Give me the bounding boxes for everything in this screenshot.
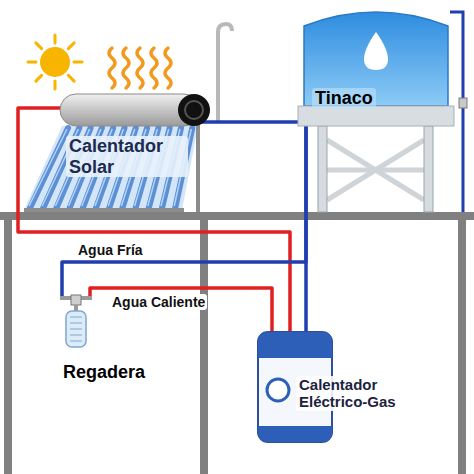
node-label: Regadera bbox=[60, 362, 148, 383]
shower-holes bbox=[70, 334, 82, 336]
solar-panel bbox=[24, 126, 198, 210]
electric-gas-heater: Calentador Eléctrico-Gas bbox=[252, 318, 428, 448]
heat-waves bbox=[109, 48, 171, 88]
mixer-valve bbox=[71, 295, 81, 305]
valve bbox=[459, 98, 467, 108]
shower-holes bbox=[70, 316, 82, 318]
node-label: Calentador Solar bbox=[66, 136, 188, 177]
shower-head bbox=[66, 311, 86, 347]
water-pipe bbox=[304, 126, 308, 318]
pipe-label: Agua Fría bbox=[76, 242, 145, 258]
water-pipe bbox=[90, 288, 272, 318]
water-drop bbox=[364, 32, 388, 70]
vent-pipe bbox=[218, 24, 232, 122]
tank-cap-ring bbox=[185, 101, 203, 119]
panel-leg bbox=[196, 122, 200, 212]
node-label: Calentador Eléctrico-Gas bbox=[296, 376, 426, 411]
water-pipe bbox=[18, 108, 290, 318]
wall bbox=[200, 212, 208, 474]
sun-icon bbox=[28, 35, 82, 89]
pipe-stub bbox=[22, 106, 64, 110]
water-tank-node: Tinaco bbox=[298, 4, 454, 126]
shower-holes bbox=[70, 328, 82, 330]
roof-wall bbox=[0, 212, 474, 220]
panel-rail bbox=[24, 208, 184, 212]
heater-gauge bbox=[267, 379, 289, 401]
node-label: Tinaco bbox=[312, 88, 376, 109]
tank-cap bbox=[178, 94, 210, 126]
pipe-label-holder: Agua Fría bbox=[76, 241, 145, 259]
pipe-label: Agua Caliente bbox=[110, 294, 207, 310]
wall bbox=[458, 212, 466, 474]
tank-stand bbox=[318, 126, 433, 212]
heater-cap bbox=[258, 332, 332, 358]
heater-base bbox=[258, 426, 332, 442]
water-pipe bbox=[214, 120, 298, 124]
shower-neck bbox=[74, 305, 78, 311]
shower-holes bbox=[70, 322, 82, 324]
pipe-label-holder: Agua Caliente bbox=[110, 293, 207, 311]
wall bbox=[4, 212, 12, 474]
solar-heater: Calentador Solar bbox=[22, 92, 214, 212]
stand-plate bbox=[298, 106, 454, 126]
shower-holes bbox=[70, 340, 82, 342]
